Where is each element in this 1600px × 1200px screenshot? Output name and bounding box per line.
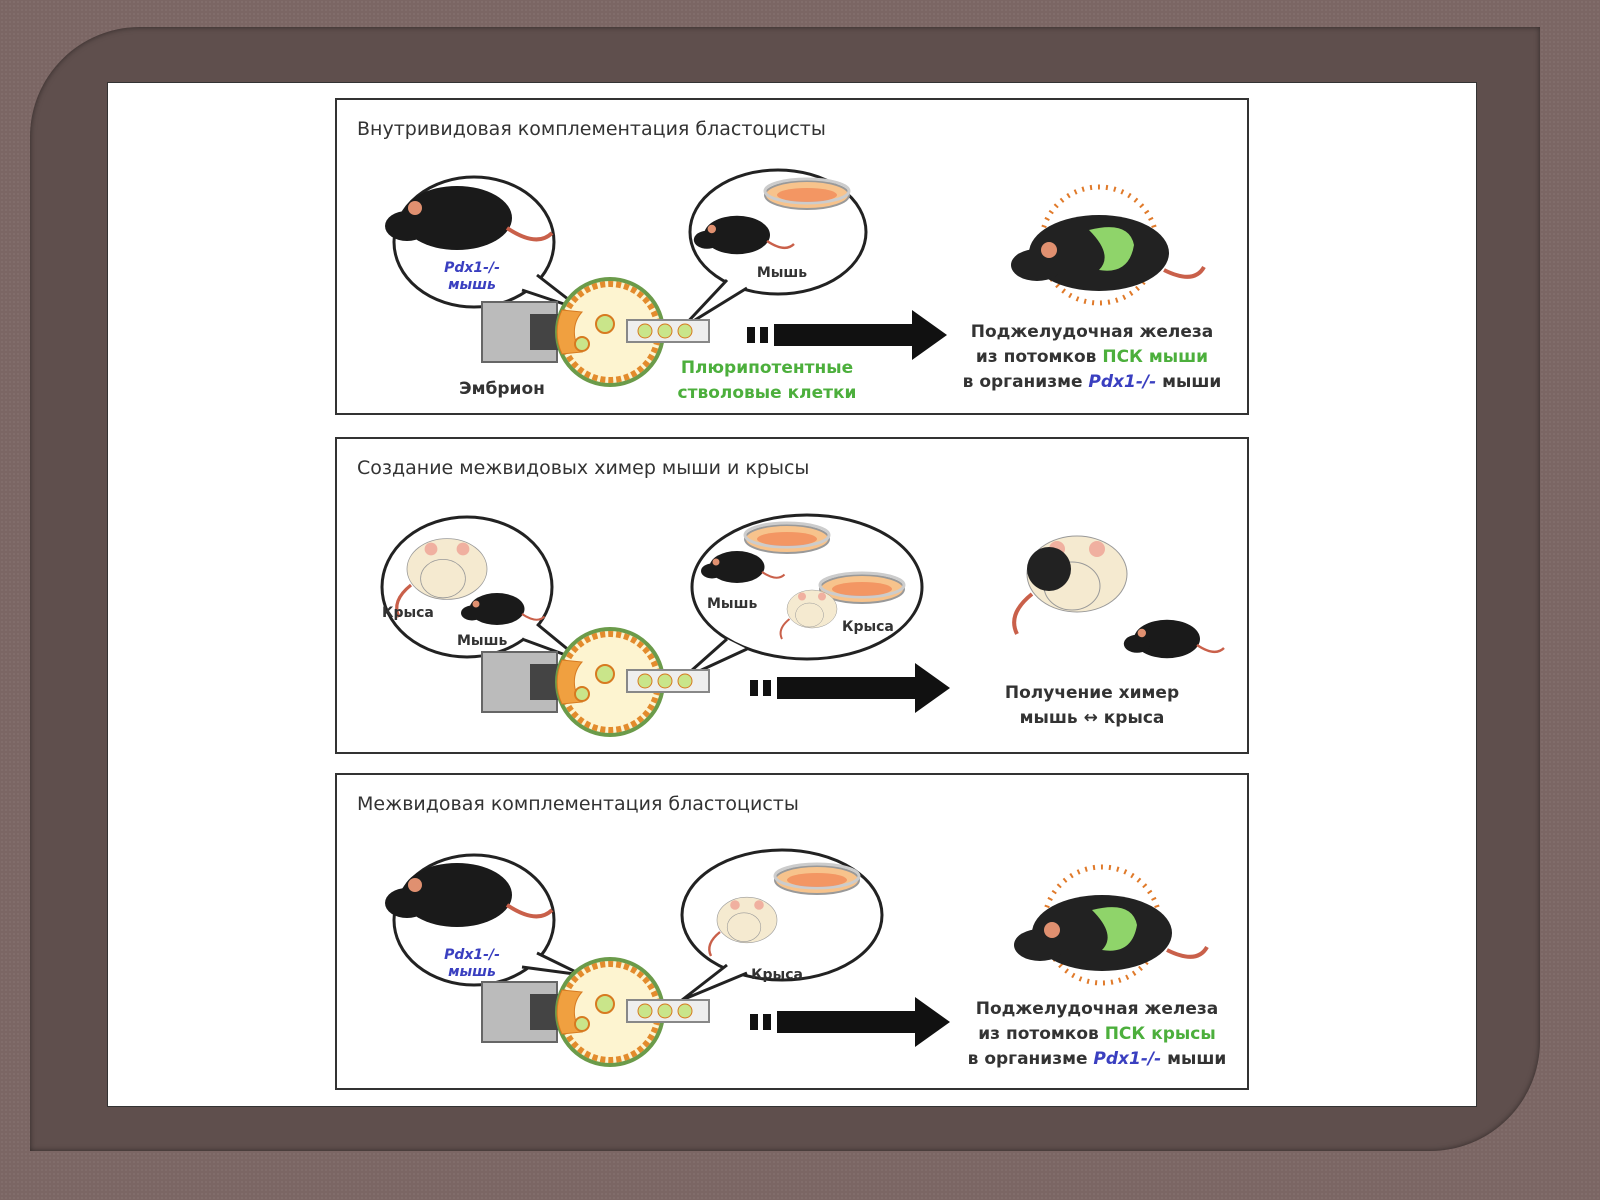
panel-title: Создание межвидовых химер мыши и крысы xyxy=(357,457,810,479)
psc-label-line1: Плюрипотентные xyxy=(680,358,854,378)
panel-chimera: Создание межвидовых химер мыши и крысы К… xyxy=(335,437,1249,754)
arrow-icon xyxy=(747,310,947,360)
result-line1: Поджелудочная железа xyxy=(975,999,1219,1019)
result-line3-post: мыши xyxy=(1156,372,1222,392)
donor-label: Pdx1-/- мышь xyxy=(432,260,512,294)
speech-bubble-psc xyxy=(690,513,924,661)
psc-label-line2: стволовые клетки xyxy=(677,383,857,403)
result-line3-genotype: Pdx1-/- xyxy=(1093,1049,1162,1069)
injection-needle-icon xyxy=(626,669,710,693)
arrow-icon xyxy=(750,997,950,1047)
psc-rat-label: Крыса xyxy=(842,619,894,635)
donor-species: мышь xyxy=(448,964,496,980)
result-line2: мышь ↔ крыса xyxy=(1019,708,1165,728)
mouse-label: Мышь xyxy=(457,633,508,649)
result-line1: Получение химер xyxy=(1004,683,1180,703)
psc-bubble-label: Мышь xyxy=(756,265,808,281)
panel-2-illustration xyxy=(380,513,1226,752)
result-line2-green: ПСК крысы xyxy=(1104,1024,1216,1044)
psc-label: Плюрипотентные стволовые клетки xyxy=(667,356,867,406)
chimera-mouse-icon xyxy=(1122,618,1226,660)
pipette-holder-icon xyxy=(481,301,559,363)
result-line2-green: ПСК мыши xyxy=(1102,347,1209,367)
psc-bubble-label: Крыса xyxy=(751,967,803,983)
rat-label: Крыса xyxy=(382,605,434,621)
petri-dish-icon xyxy=(773,862,861,896)
donor-species: мышь xyxy=(448,277,496,293)
panel-title: Межвидовая комплементация бластоцисты xyxy=(357,793,799,815)
psc-mouse-label: Мышь xyxy=(707,596,758,612)
donor-genotype: Pdx1-/- xyxy=(444,947,500,963)
pipette-holder-icon xyxy=(481,981,559,1043)
petri-dish-icon xyxy=(743,521,831,555)
result-mouse-icon xyxy=(1011,187,1204,303)
donor-genotype: Pdx1-/- xyxy=(444,260,500,276)
petri-dish-icon xyxy=(763,177,851,211)
result-line3-pre: в организме xyxy=(967,1049,1094,1069)
embryo-label: Эмбрион xyxy=(459,379,545,399)
panel-title: Внутривидовая комплементация бластоцисты xyxy=(357,118,826,140)
result-line3-genotype: Pdx1-/- xyxy=(1088,372,1157,392)
chimera-rat-icon xyxy=(1012,534,1129,636)
arrow-icon xyxy=(750,663,950,713)
injection-needle-icon xyxy=(626,319,710,343)
donor-label: Pdx1-/- мышь xyxy=(432,947,512,981)
result-line3-post: мыши xyxy=(1161,1049,1227,1069)
panel-intraspecies: Внутривидовая комплементация бластоцисты… xyxy=(335,98,1249,415)
result-line2-pre: из потомков xyxy=(978,1024,1105,1044)
pipette-holder-icon xyxy=(481,651,559,713)
panel-interspecies: Межвидовая комплементация бластоцисты Pd… xyxy=(335,773,1249,1090)
result-label: Поджелудочная железа из потомков ПСК мыш… xyxy=(947,320,1237,395)
result-line3-pre: в организме xyxy=(962,372,1089,392)
injection-needle-icon xyxy=(626,999,710,1023)
result-mouse-icon xyxy=(1014,867,1207,983)
result-line1: Поджелудочная железа xyxy=(970,322,1214,342)
result-label: Поджелудочная железа из потомков ПСК кры… xyxy=(952,997,1242,1072)
result-line2-pre: из потомков xyxy=(975,347,1103,367)
result-label: Получение химер мышь ↔ крыса xyxy=(947,681,1237,731)
panel-1-illustration xyxy=(383,168,1247,413)
panel-3-illustration xyxy=(383,848,1247,1088)
